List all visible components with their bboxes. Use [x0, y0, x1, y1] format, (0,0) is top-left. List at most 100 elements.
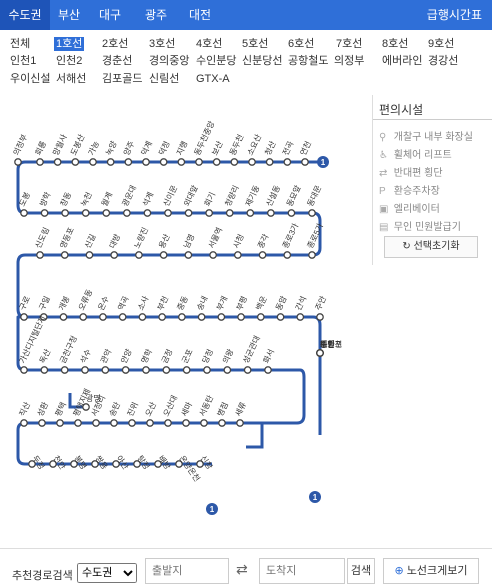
station-row1-11-dot: [230, 158, 239, 166]
station-row6-0-dot: [236, 419, 244, 427]
reset-selection-button[interactable]: ↻ 선택초기화: [384, 236, 478, 258]
station-row4-7-dot: [158, 313, 166, 321]
station-row2-0-dot: [20, 209, 28, 217]
line1-badge-sinchang-label: 1: [210, 505, 215, 514]
line-tab-gtx-a[interactable]: GTX-A: [196, 73, 230, 85]
line-tab-everline[interactable]: 에버라인: [382, 55, 423, 67]
line-tab-7[interactable]: 7호선: [336, 38, 363, 50]
station-row5-12: 화서: [262, 348, 276, 365]
station-row2-14: 동대문: [306, 184, 323, 208]
station-row6-4: 오산대: [161, 394, 179, 418]
facility-kiosk[interactable]: ▤ 무인 민원발급기: [379, 218, 461, 233]
line-tab-seohae[interactable]: 서해선: [56, 73, 87, 85]
station-row1-0-dot: [36, 158, 44, 166]
station-row1-start: 의정부: [11, 133, 29, 157]
line-tab-2[interactable]: 2호선: [102, 38, 129, 50]
station-row5-5-dot: [121, 366, 130, 374]
facility-transfer-parking[interactable]: P 환승주차장: [379, 182, 440, 197]
station-row4-0-dot: [20, 313, 28, 321]
station-row2-2: 창동: [59, 191, 73, 208]
station-row2-5-dot: [123, 209, 131, 217]
station-row3-8-dot: [233, 251, 242, 259]
region-tab-daejeon[interactable]: 대전: [188, 8, 212, 22]
line-tab-gyeonggang[interactable]: 경강선: [428, 55, 459, 67]
express-schedule-link[interactable]: 급행시간표: [426, 8, 482, 22]
search-button[interactable]: 검색: [347, 558, 375, 584]
swap-icon[interactable]: ⇄: [236, 561, 248, 577]
civil-service-kiosk-icon: ▤: [379, 222, 389, 233]
station-row1-8-dot: [177, 158, 186, 166]
line-tab-5[interactable]: 5호선: [242, 38, 269, 50]
region-tab-capital[interactable]: 수도권: [0, 0, 50, 30]
line-tab-gimpo-gold[interactable]: 김포골드: [102, 73, 143, 85]
station-row3-6-dot: [184, 251, 193, 259]
station-row7-2: 봉명: [72, 453, 89, 471]
station-row4-8: 중동: [176, 295, 190, 312]
station-row3-9-dot: [258, 251, 267, 259]
line-tab-gyeongui[interactable]: 경의중앙: [149, 55, 190, 67]
facility-elevator-label: 엘리베이터: [393, 204, 440, 215]
region-tab-daegu[interactable]: 대구: [98, 8, 122, 22]
station-row2-13-dot: [287, 209, 296, 217]
line-map-enlarge-button[interactable]: ⊕ 노선크게보기: [383, 558, 479, 584]
region-select[interactable]: 수도권: [77, 563, 137, 583]
station-row4-15-dot: [316, 313, 324, 321]
station-row1-1-dot: [53, 158, 62, 166]
station-row2-7: 신이문: [161, 184, 179, 208]
line-tab-3[interactable]: 3호선: [149, 38, 176, 50]
line-tab-1[interactable]: 1호선: [54, 37, 85, 51]
station-row7-4: 아산: [114, 453, 131, 471]
facility-restroom[interactable]: ⚲ 개찰구 내부 화장실: [379, 128, 473, 143]
line-tab-incheon1[interactable]: 인천1: [10, 55, 37, 67]
line-tab-sinbundang[interactable]: 신분당선: [242, 55, 283, 67]
line1-badge-top-label: 1: [321, 158, 326, 167]
station-row6-1: 병점: [215, 400, 230, 418]
station-row3-5-dot: [159, 251, 168, 259]
station-row3-1: 영등포: [57, 226, 75, 250]
station-row4-7: 부천: [155, 294, 170, 312]
line-tab-sillim[interactable]: 신림선: [149, 73, 180, 85]
origin-input[interactable]: [145, 558, 229, 584]
line-tab-ui-sinseol[interactable]: 우이신설: [10, 73, 51, 85]
station-row2-11-dot: [246, 209, 255, 217]
station-row4-11-dot: [237, 313, 245, 321]
line-tab-airport[interactable]: 공항철도: [288, 55, 329, 67]
station-row3-7: 서울역: [206, 226, 224, 250]
line-tab-suinbundang[interactable]: 수인분당: [196, 55, 237, 67]
facility-elevator[interactable]: ▣ 엘리베이터: [379, 200, 440, 215]
station-row5-6: 명학: [139, 347, 155, 365]
line-tab-uijeongbu[interactable]: 의정부: [334, 55, 365, 67]
line-map-enlarge-label: 노선크게보기: [406, 565, 468, 577]
station-row4-1-dot: [39, 313, 48, 321]
station-row7-3: 쌍용: [93, 453, 110, 471]
line-tab-9[interactable]: 9호선: [428, 38, 455, 50]
line-tab-8[interactable]: 8호선: [382, 38, 409, 50]
station-row5-11: 성균관대: [240, 334, 262, 365]
region-tab-gwangju[interactable]: 광주: [144, 8, 168, 22]
station-row7-6: 배방: [156, 453, 173, 471]
station-row1-15-dot: [301, 158, 309, 166]
station-row1-4: 녹양: [104, 139, 119, 157]
station-row7-7-dot: [175, 460, 183, 468]
station-row6-2-dot: [200, 419, 208, 427]
station-row6-6: 진위: [125, 400, 140, 418]
line-tab-4[interactable]: 4호선: [196, 38, 223, 50]
region-tab-busan[interactable]: 부산: [57, 8, 81, 22]
station-row1-5: 양주: [122, 140, 136, 157]
station-row4-12: 백운: [254, 294, 269, 312]
facility-wheelchair-lift[interactable]: ♿ 휠체어 리프트: [379, 146, 452, 161]
destination-input[interactable]: [259, 558, 345, 584]
station-row5-7-dot: [162, 366, 171, 374]
line-tab-gyeongchun[interactable]: 경춘선: [102, 55, 133, 67]
station-row4-15: 주안: [313, 294, 329, 312]
line-tab-all[interactable]: 전체: [10, 38, 31, 50]
station-row5-2: 금천구청: [57, 334, 79, 365]
facility-cross-platform[interactable]: ⇄ 반대편 횡단: [379, 164, 443, 179]
station-row6-12-dot: [20, 419, 28, 427]
line-tab-incheon2[interactable]: 인천2: [56, 55, 83, 67]
station-row2-5: 광운대: [120, 184, 138, 208]
station-row6-11: 성환: [35, 400, 51, 418]
line-tab-6[interactable]: 6호선: [288, 38, 315, 50]
